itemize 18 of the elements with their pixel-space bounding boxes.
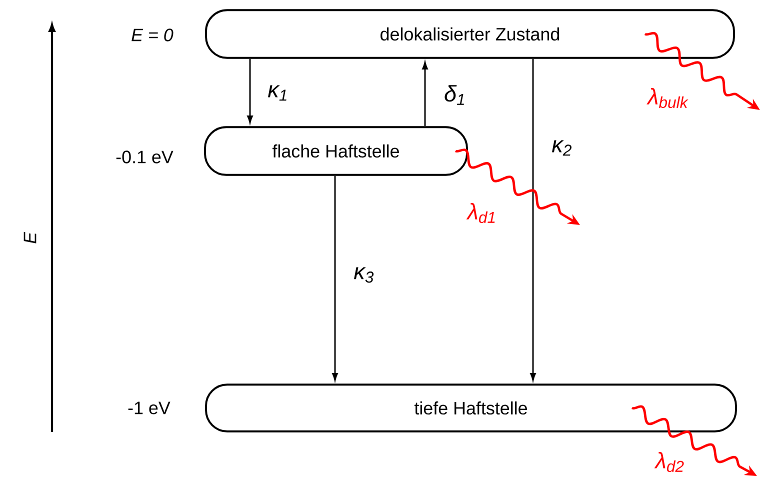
state-box: flache Haftstelle [204, 126, 468, 176]
edge-label: κ$_{1}$ [268, 85, 286, 101]
arrow [247, 58, 253, 124]
edge-label: λ$_{d2}$ [654, 452, 684, 472]
edge-label: λ$_{d1}$ [466, 202, 495, 224]
edge-label: κ$_{2}$ [552, 140, 572, 156]
level-label: -0.1 eV [116, 150, 174, 164]
level-label: E [24, 232, 36, 244]
level-label: E = 0 [132, 28, 174, 42]
state-box: delokalisierter Zustand [205, 9, 735, 59]
state-box: tiefe Haftstelle [205, 384, 737, 432]
edge-label: δ$_{1}$ [444, 85, 464, 105]
arrow [332, 176, 338, 381]
edge-label: κ$_{3}$ [354, 267, 374, 283]
arrow [530, 58, 536, 381]
arrow [422, 62, 428, 126]
level-label: -1 eV [128, 402, 170, 414]
edge-label: λ$_{bulk}$ [646, 88, 688, 108]
